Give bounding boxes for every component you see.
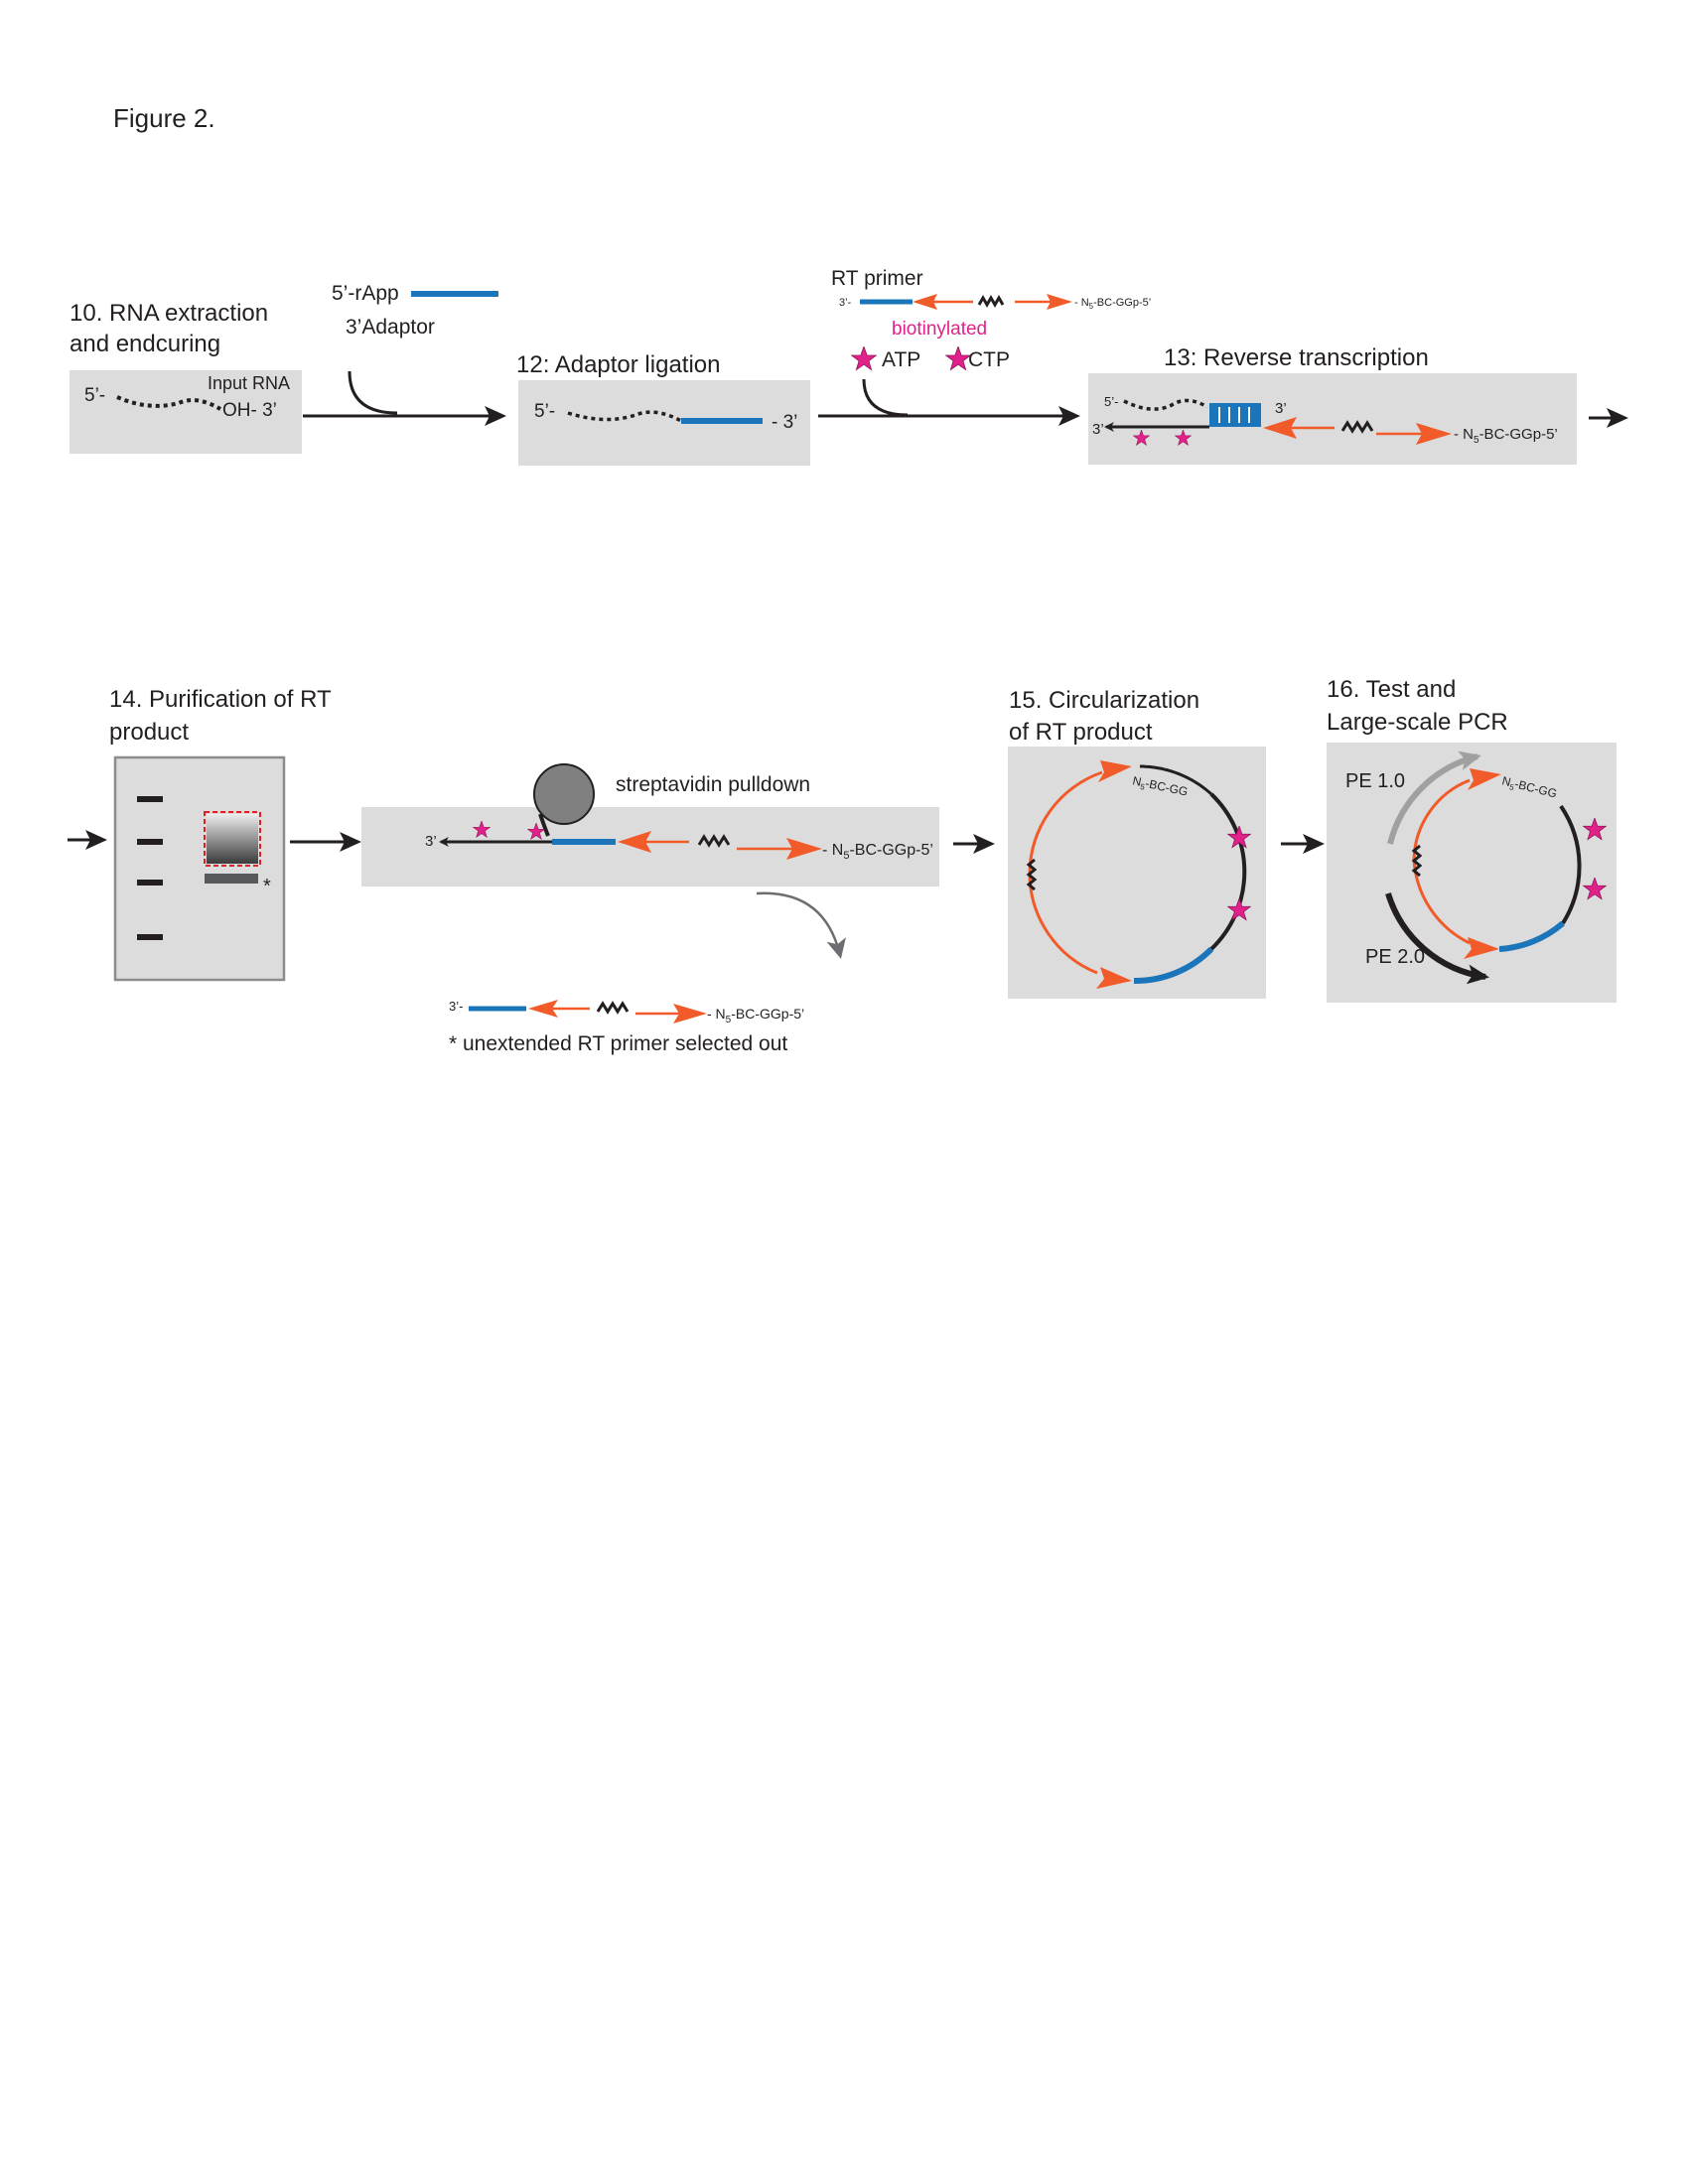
- primer-orange-arrow-left: [913, 294, 937, 310]
- gel-panel: *: [113, 755, 286, 982]
- orange-arc-top: [1028, 770, 1103, 875]
- orange-arrowhead-bottom: [1464, 937, 1499, 959]
- cdna-arc: [1209, 792, 1247, 951]
- panel-background: [518, 380, 810, 466]
- unextended-primer: 3’- - N5-BC-GGp-5’: [449, 999, 804, 1025]
- panel-background: [361, 807, 939, 887]
- rt-duplex-block: [1209, 403, 1261, 427]
- panel-background: [1008, 747, 1266, 999]
- n5-barcode-label: - N5-BC-GGp-5’: [1074, 297, 1151, 311]
- step-15-title-line2: of RT product: [1009, 719, 1153, 746]
- three-prime-label: 3’-: [839, 297, 852, 309]
- primer-orange-arrow-right: [786, 838, 822, 860]
- step-14-title-line1: 14. Purification of RT: [109, 686, 332, 713]
- rt-primer-label: RT primer: [831, 267, 923, 290]
- gel-star: *: [263, 876, 271, 897]
- spacer-squiggle: [596, 1001, 630, 1015]
- rapp-label: 5’-rApp: [332, 282, 399, 305]
- five-prime-label: 5’-: [534, 401, 555, 422]
- ctp-star-icon: [945, 346, 971, 370]
- biotin-link: [538, 813, 550, 837]
- five-prime-label: 5’-: [84, 385, 105, 406]
- pcr-panel: PE 1.0 N5-BC-GG PE 2.0: [1327, 743, 1617, 1003]
- unextended-star: *: [449, 1032, 457, 1055]
- orange-arrowhead-top: [1098, 760, 1132, 782]
- spacer-squiggle: [1340, 420, 1374, 434]
- ladder-band: [137, 934, 163, 940]
- streptavidin-label: streptavidin pulldown: [616, 773, 810, 796]
- atp-label: ATP: [882, 348, 920, 371]
- ladder-band: [137, 839, 163, 845]
- step-10-title-line2: and endcuring: [70, 331, 220, 357]
- orange-arc-bottom: [1028, 873, 1098, 975]
- step-15-title-line1: 15. Circularization: [1009, 687, 1199, 714]
- step-13-panel: 5’- 3’ 3’ - N5-BC-GGp-5’: [1088, 373, 1577, 465]
- unextended-band: [205, 874, 258, 884]
- step-13-title: 13: Reverse transcription: [1164, 344, 1429, 371]
- step-16-title-line2: Large-scale PCR: [1327, 709, 1508, 736]
- three-prime-label: 3’: [425, 833, 437, 850]
- spacer-squiggle: [697, 834, 731, 848]
- oh-three-label: OH- 3’: [222, 400, 277, 421]
- gel-background: [113, 755, 286, 982]
- primer-spacer-squiggle: [977, 294, 1005, 309]
- pulldown-panel: streptavidin pulldown 3’ - N5-BC-GGp-5’: [361, 763, 939, 887]
- ladder-band: [137, 880, 163, 886]
- streptavidin-bead: [533, 763, 595, 825]
- selection-arrow: [756, 891, 846, 959]
- pe2-primer-arrow: [1385, 892, 1489, 985]
- n5-barcode-label: - N5-BC-GGp-5’: [822, 842, 933, 862]
- product-smear: [207, 814, 258, 864]
- input-rna-label: Input RNA: [208, 373, 290, 393]
- three-prime-label-2: 3’: [1092, 421, 1104, 438]
- step-16-title-line1: 16. Test and: [1327, 676, 1456, 703]
- figure-label: Figure 2.: [113, 103, 215, 133]
- orange-arc-top: [1412, 778, 1471, 861]
- pe1-primer-arrow: [1387, 751, 1481, 845]
- primer-orange-arrow-left: [528, 1000, 558, 1018]
- excision-box: [204, 811, 261, 867]
- spacer-squiggle: [1026, 858, 1038, 891]
- ctp-label: CTP: [968, 348, 1010, 371]
- black-arc-top: [1139, 764, 1213, 796]
- primer-orange-arrow-right: [1047, 294, 1072, 310]
- rna-template: [1123, 398, 1208, 411]
- atp-star-icon: [851, 346, 877, 370]
- step-12-panel: 5’- - 3’: [518, 380, 810, 466]
- adaptor-join-curve: [348, 370, 398, 415]
- primer-orange-arrow-left: [618, 831, 651, 853]
- biotinylated-label: biotinylated: [892, 319, 987, 340]
- adaptor-arc: [1498, 920, 1565, 952]
- primer-join-curve: [862, 378, 909, 417]
- primer-orange-arrow-right: [673, 1004, 707, 1024]
- step-10-panel: Input RNA 5’- OH- 3’: [70, 370, 302, 454]
- ladder-band: [137, 796, 163, 802]
- step-14-title-line2: product: [109, 719, 189, 746]
- n5-barcode-label: - N5-BC-GGp-5’: [707, 1006, 804, 1025]
- five-prime-label: 5’-: [1104, 394, 1118, 409]
- adaptor-label: 3’Adaptor: [346, 316, 435, 339]
- orange-arrowhead-bottom: [1096, 967, 1132, 989]
- panel-background: [1088, 373, 1577, 465]
- primer-orange-arrow-left: [1263, 417, 1297, 439]
- n5-barcode-label: - N5-BC-GGp-5’: [1454, 426, 1558, 446]
- spacer-squiggle: [1411, 844, 1423, 878]
- circularization-panel: N5-BC-GG: [1008, 747, 1266, 999]
- primer-orange-arrow-right: [1416, 423, 1452, 445]
- rt-primer-diagram: 3’- - N5-BC-GGp-5’: [839, 294, 1151, 311]
- cdna-arc: [1559, 804, 1582, 925]
- step-10-title-line1: 10. RNA extraction: [70, 300, 268, 327]
- pe1-label: PE 1.0: [1345, 770, 1405, 792]
- unextended-label: unextended RT primer selected out: [463, 1032, 787, 1055]
- adaptor-arc: [1133, 946, 1214, 985]
- three-prime-end-label: - 3’: [772, 412, 797, 433]
- three-prime-label: 3’-: [449, 999, 463, 1014]
- pe2-label: PE 2.0: [1365, 946, 1425, 968]
- orange-arrowhead-top: [1468, 768, 1501, 790]
- step-12-title: 12: Adaptor ligation: [516, 351, 721, 378]
- three-prime-label: 3’: [1275, 400, 1287, 417]
- panel-background: [70, 370, 302, 454]
- input-rna-strand: [116, 395, 222, 411]
